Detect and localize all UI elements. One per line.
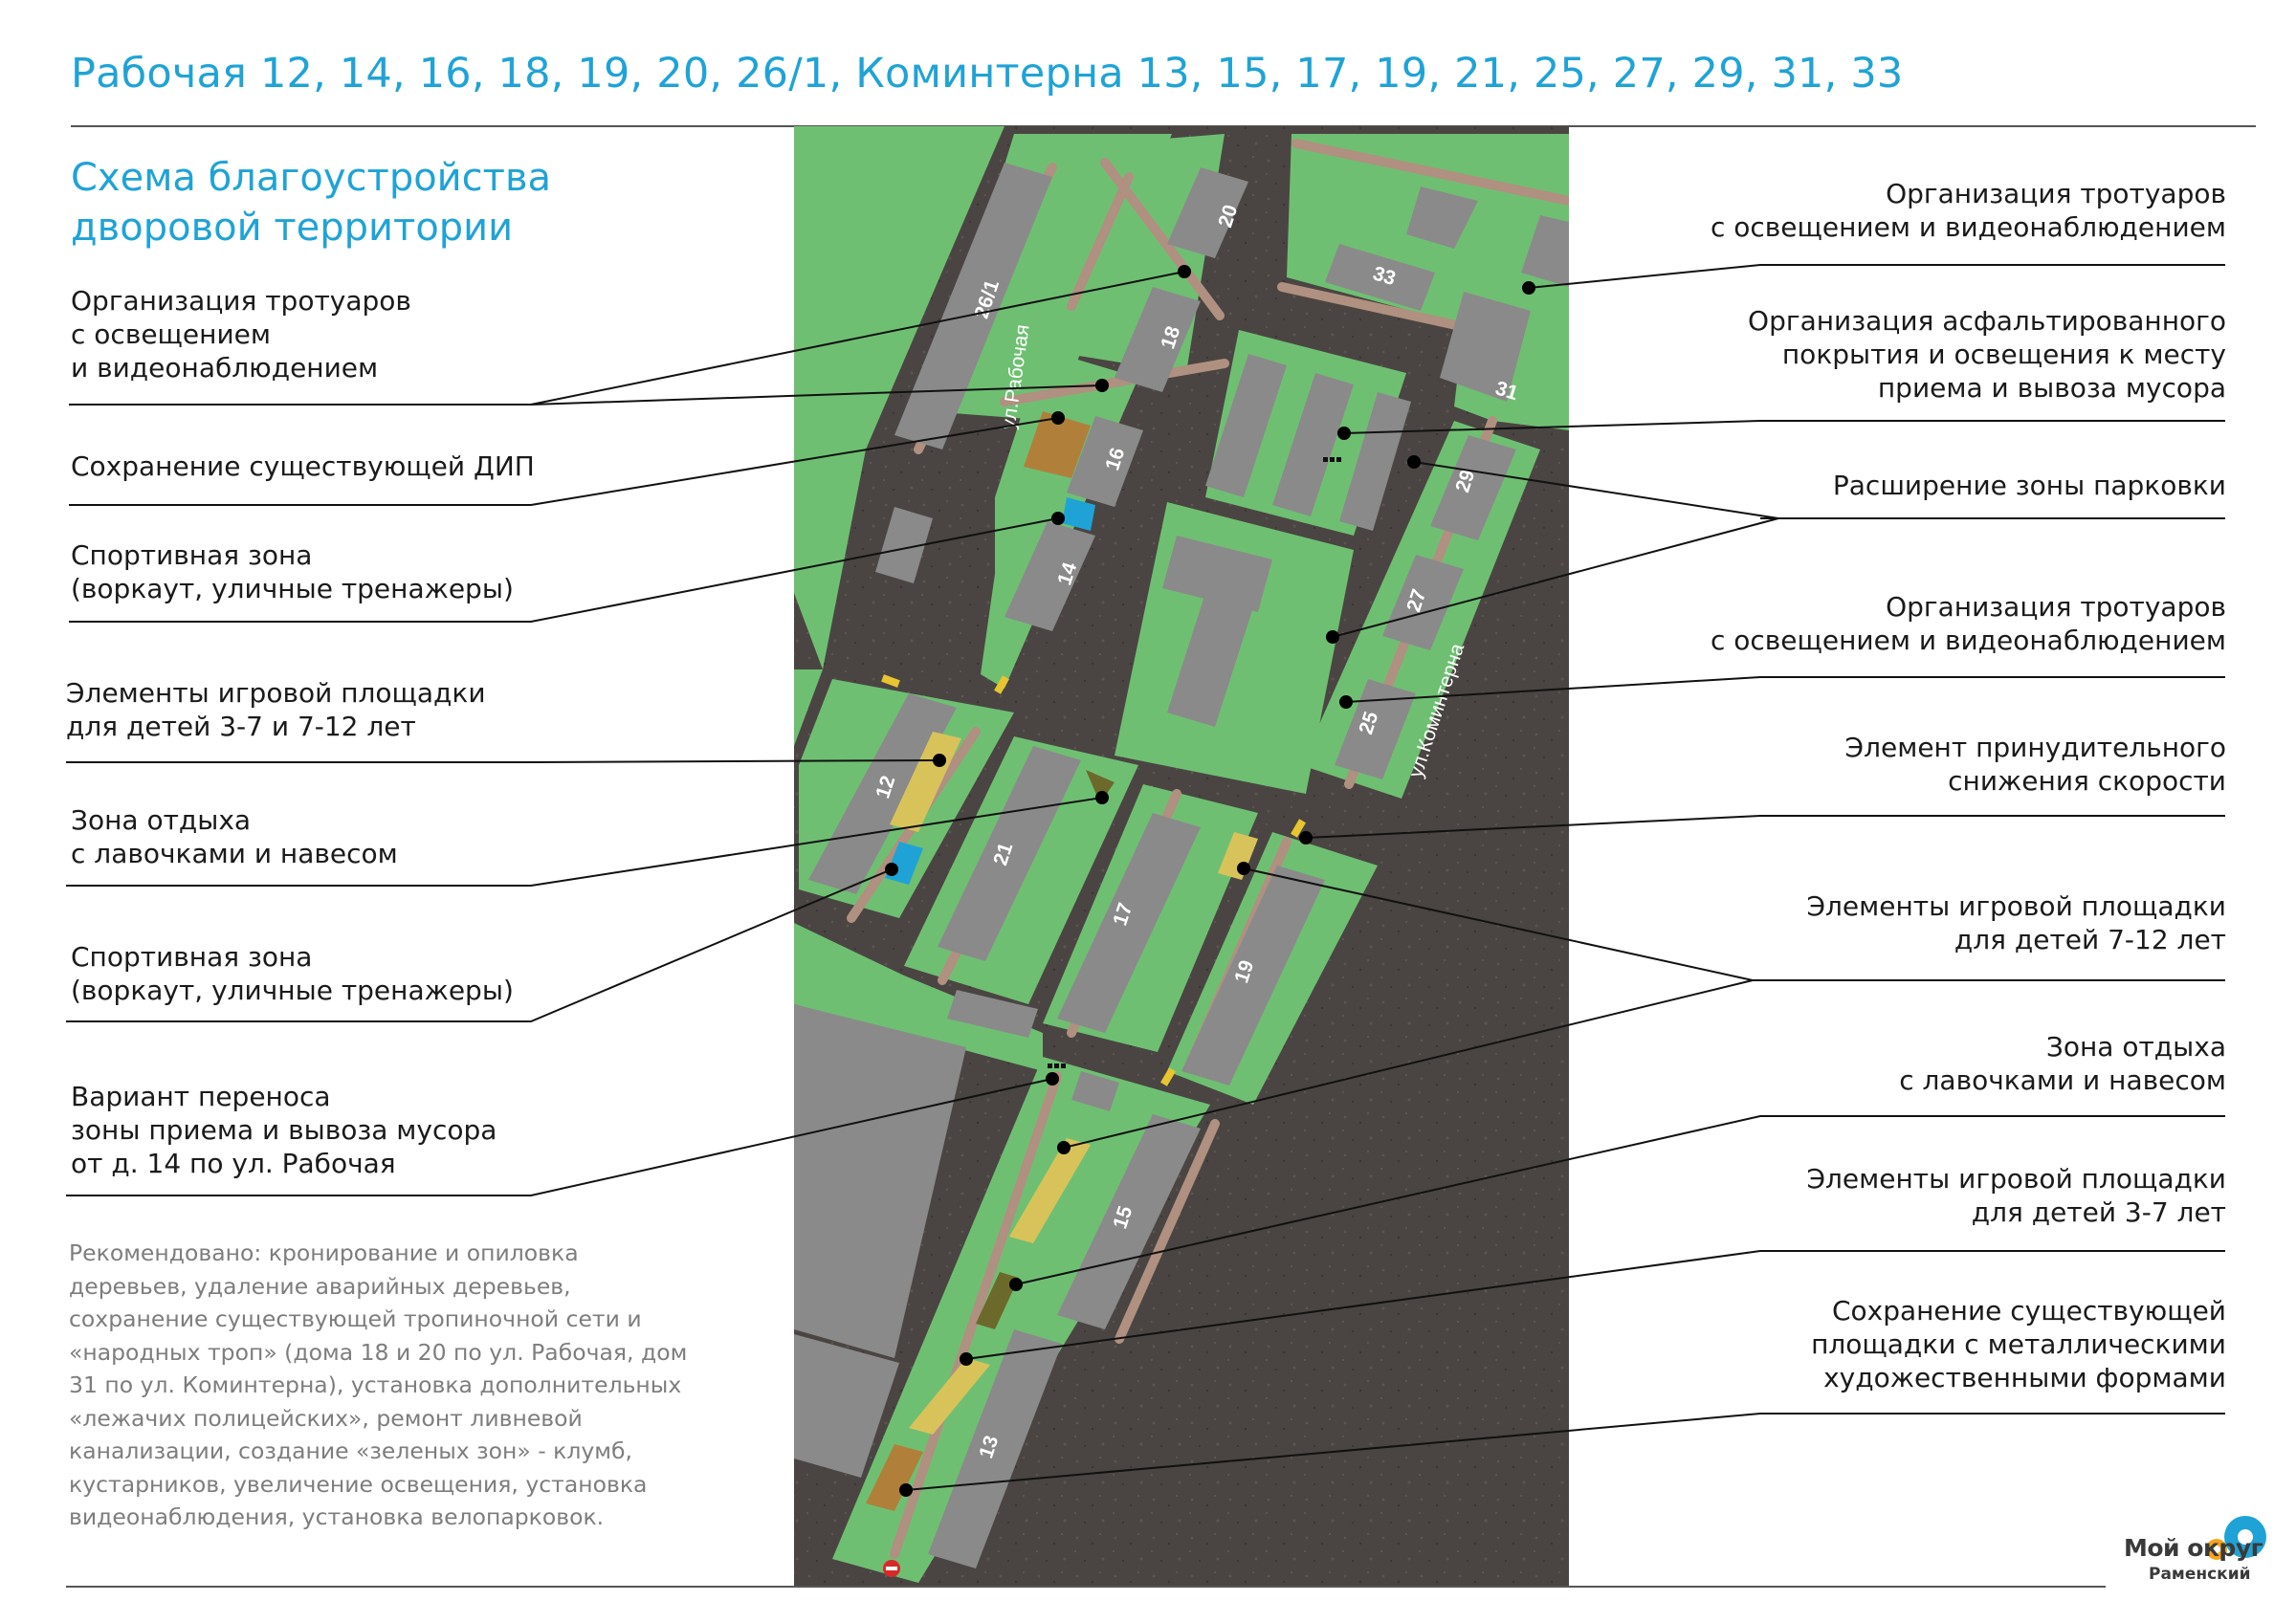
building-15 [1057,1114,1201,1329]
recommendations-note: Рекомендовано: кронирование и опиловка д… [69,1239,688,1530]
building-13 [928,1329,1062,1568]
trash-bins [1048,457,1341,1068]
lawn-area [794,923,1043,1071]
building-29 [1430,435,1516,540]
sandbox-zone [1086,770,1115,803]
playground-zone [909,1358,990,1435]
sport-zone [1062,497,1095,531]
building-31 [1440,292,1531,402]
lawn-area [794,126,1004,669]
building-18 [1115,287,1201,392]
callout-sidewalks-right-2: Организация тротуаров с освещением и вид… [1710,591,2226,656]
buildings [794,163,1569,1568]
scheme-subtitle: Схема благоустройства дворовой территори… [71,156,552,250]
playground-zone [1009,1138,1091,1243]
building-16 [1067,416,1143,507]
callout-playground-3-12: Элементы игровой площадки для детей 3-7 … [66,677,486,742]
building-25 [1335,679,1416,779]
page-title: Рабочая 12, 14, 16, 18, 19, 20, 26/1, Ко… [71,50,1904,98]
callout-sport-zone-2: Спортивная зона (воркаут, уличные тренаж… [71,941,514,1006]
building-21 [938,746,1081,961]
callout-metal-art-playground: Сохранение существующей площадки с метал… [1811,1295,2226,1393]
callout-asphalt-trash: Организация асфальтированного покрытия и… [1748,305,2226,404]
callout-playground-7-12: Элементы игровой площадки для детей 7-12… [1806,890,2226,955]
dip-playground [866,1444,923,1511]
building-14 [1004,521,1095,631]
callout-sidewalks: Организация тротуаров с освещением и вид… [71,285,411,384]
callout-playground-3-7: Элементы игровой площадки для детей 3-7 … [1806,1163,2226,1228]
logo-sub: Раменский [2149,1565,2251,1584]
building-12 [808,693,957,894]
building-27 [1382,555,1464,650]
callout-rest-zone-right: Зона отдыха с лавочками и навесом [1899,1031,2226,1096]
building-26-1 [894,163,1052,450]
sandbox-zone [976,1272,1019,1329]
callout-leaders [66,264,2225,1491]
callout-sport-zone: Спортивная зона (воркаут, уличные тренаж… [71,539,514,604]
building-17 [1057,813,1201,1033]
callout-trash-relocation: Вариант переноса зоны приема и вывоза му… [71,1081,497,1179]
callout-dots [885,265,1535,1497]
building-19 [1181,866,1325,1086]
callout-speed-bump: Элемент принудительного снижения скорост… [1844,732,2226,797]
playground-zone [1218,832,1258,880]
callout-sidewalks-right: Организация тротуаров с освещением и вид… [1710,178,2226,243]
callout-parking: Расширение зоны парковки [1832,470,2226,501]
logo-name: Мой округ [2124,1534,2263,1562]
lawn-area [794,669,823,746]
callout-rest-zone: Зона отдыха с лавочками и навесом [71,804,398,869]
speed-bumps [881,674,1306,1086]
callout-existing-playground: Сохранение существующей ДИП [71,450,535,482]
building-33 [1325,244,1435,311]
dip-playground [1024,411,1091,478]
building-20 [1167,167,1248,258]
moy-okrug-logo [2206,1516,2266,1560]
bottom-divider [66,1586,2106,1588]
